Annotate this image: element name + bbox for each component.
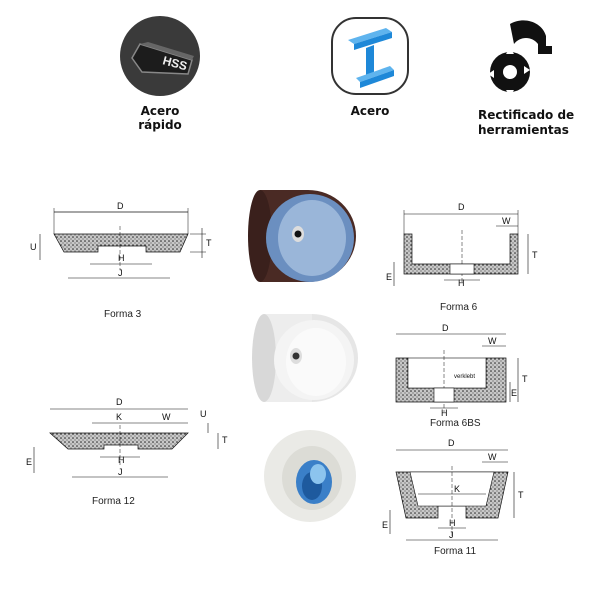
dim-t: T [206,238,212,248]
dim-u: U [200,409,207,419]
dim-k: K [116,412,122,422]
dim-j: J [118,268,123,278]
caption-forma-6: Forma 6 [440,302,478,313]
icon-label-acero: Acero [350,104,390,118]
dim-t: T [532,250,538,260]
forma-11-diagram: D W K T E H J [382,436,542,546]
steel-icon-tile [328,14,412,98]
dim-w: W [488,452,497,462]
icon-label-acero-rapido: Acero rápido [138,104,182,132]
dim-t: T [518,490,524,500]
steel-beam-icon [331,17,409,95]
forma-12-diagram: D K W U T E H J [20,393,240,493]
dim-d: D [117,201,124,211]
forma-6bs-diagram: verklebt D W E T H [382,322,542,418]
dim-h: H [441,408,448,418]
dim-h: H [458,278,465,288]
dim-h: H [118,455,125,465]
dim-d: D [448,438,455,448]
dim-d: D [458,202,465,212]
saw-grinder-icon [488,20,552,96]
dim-e: E [511,388,517,398]
dim-u: U [30,242,37,252]
dim-t: T [522,374,528,384]
dim-w: W [502,216,511,226]
forma-3-diagram: D H J T U [20,200,230,290]
forma-6-diagram: D W T E H [382,200,542,290]
dim-t: T [222,435,228,445]
dim-h: H [118,253,125,263]
dim-e: E [382,520,388,530]
caption-forma-3: Forma 3 [104,309,142,320]
dim-d: D [442,323,449,333]
wheel-photo-brown [248,186,358,286]
dim-e: E [26,457,32,467]
dim-j: J [118,467,123,477]
dim-k: K [454,484,460,494]
hss-icon-tile: HSS [118,14,202,98]
dim-w: W [488,336,497,346]
caption-forma-11: Forma 11 [434,546,477,557]
wheel-photo-white [250,310,360,406]
hss-tool-icon: HSS [120,16,200,96]
dim-d: D [116,397,123,407]
verklebt-text: verklebt [454,374,475,380]
caption-forma-6bs: Forma 6BS [430,418,481,429]
dim-h: H [449,518,456,528]
icon-label-rectificado: Rectificado de herramientas [478,108,575,137]
hss-badge-text: HSS [161,53,188,73]
wheel-photo-cup [252,426,360,526]
dim-j: J [449,530,454,540]
dim-e: E [386,272,392,282]
grinding-icon-tile [480,14,564,98]
caption-forma-12: Forma 12 [92,496,135,507]
dim-w: W [162,412,171,422]
